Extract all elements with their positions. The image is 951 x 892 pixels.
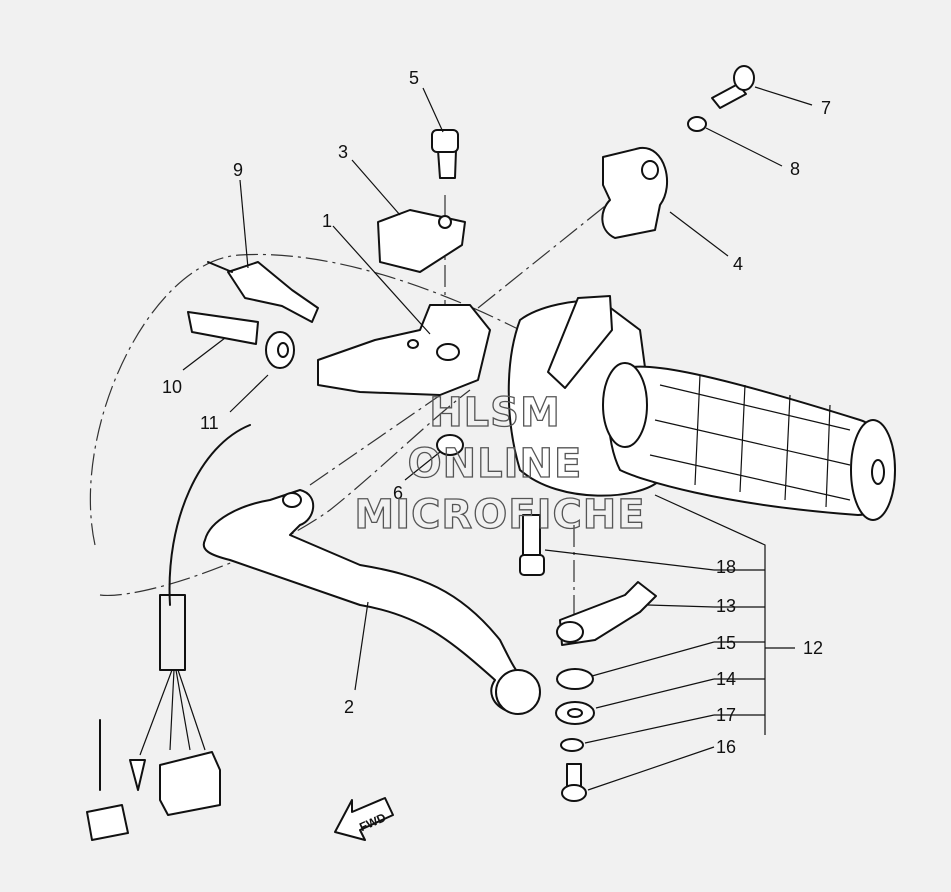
callout-16: 16 [716,737,736,757]
callout-15: 15 [716,633,736,653]
screw-7 [711,65,755,109]
callout-11: 11 [200,413,219,433]
clutch-lever-2 [202,489,541,715]
cable-adjuster-9 [207,261,319,323]
bolt-5 [431,129,459,179]
callout-18: 18 [716,557,736,577]
callout-13: 13 [716,596,736,616]
wire-harness [86,424,251,841]
callout-12: 12 [803,638,823,658]
center-lines [89,169,651,615]
lever-bracket-cap [601,146,669,239]
callout-7: 7 [821,98,831,118]
callout-2: 2 [344,697,354,717]
watermark: HLSM ONLINE MICROFICHE [354,389,646,538]
lever-holder-1 [317,304,491,396]
nut-15 [556,668,594,690]
locknut-11 [265,331,295,369]
callout-17: 17 [716,705,736,725]
washer-8 [687,116,707,132]
clutch-switch-3 [377,209,466,273]
callout-4: 4 [733,254,743,274]
watermark-line-2: ONLINE [408,441,583,487]
callouts: 1 2 3 4 5 6 7 8 9 10 11 12 13 14 15 16 1… [162,68,831,757]
callout-6: 6 [393,483,403,503]
callout-8: 8 [790,159,800,179]
watermark-line-1: HLSM [429,390,561,436]
callout-3: 3 [338,142,348,162]
callout-9: 9 [233,160,243,180]
leader-lines [182,86,813,791]
callout-10: 10 [162,377,182,397]
collar-6 [436,434,464,456]
adjuster-10 [187,311,259,345]
callout-1: 1 [322,211,332,231]
fwd-arrow-icon [334,797,394,841]
washer-14 [555,701,595,725]
watermark-line-3: MICROFICHE [354,492,645,538]
washer-17 [560,738,584,752]
pivot-bolt-18 [519,514,545,576]
callout-5: 5 [409,68,419,88]
hot-start-lever-13 [556,581,657,646]
screw-16 [561,763,587,802]
callout-14: 14 [716,669,736,689]
switch-housing-and-grip [507,295,896,521]
